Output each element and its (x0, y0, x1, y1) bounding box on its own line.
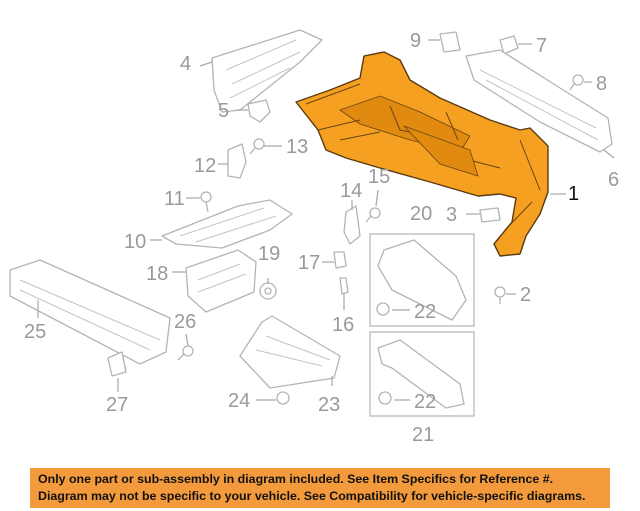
callout-22a: 22 (414, 301, 436, 323)
part-7-fastener (499, 35, 519, 55)
parts-diagram: 1 2 3 4 5 6 7 8 9 10 11 12 13 14 15 16 1… (9, 29, 619, 446)
callouts: 1 2 3 4 5 6 7 8 9 10 11 12 13 14 15 16 1… (24, 30, 619, 446)
callout-8: 8 (596, 73, 607, 95)
part-26-bolt (177, 345, 194, 361)
part-18-bracket (185, 249, 257, 313)
callout-7: 7 (536, 35, 547, 57)
part-24-clip (276, 391, 290, 405)
callout-11: 11 (164, 188, 185, 210)
callout-25: 25 (24, 321, 46, 343)
callout-21: 21 (412, 424, 434, 446)
callout-4: 4 (180, 53, 191, 75)
callout-17: 17 (298, 252, 320, 274)
callout-5: 5 (218, 100, 229, 122)
disclaimer-banner: Only one part or sub-assembly in diagram… (30, 468, 610, 508)
callout-1: 1 (568, 183, 579, 205)
callout-19: 19 (258, 243, 280, 265)
part-19-grommet (259, 282, 277, 300)
part-20-group (369, 233, 475, 327)
callout-10: 10 (124, 231, 146, 253)
part-12-bracket (227, 143, 247, 179)
part-23-bracket (239, 315, 341, 389)
part-4-bracket (211, 29, 323, 113)
part-21-group (369, 331, 475, 417)
callout-18: 18 (146, 263, 168, 285)
callout-14: 14 (340, 180, 362, 202)
callout-12: 12 (194, 155, 216, 177)
callout-15: 15 (368, 166, 390, 188)
callout-22b: 22 (414, 391, 436, 413)
part-25-impact-bar (9, 259, 171, 365)
part-8-bolt (569, 74, 584, 91)
leader-lines (37, 39, 615, 401)
part-2-bolt (494, 286, 506, 304)
callout-26: 26 (174, 311, 196, 333)
callout-13: 13 (286, 136, 308, 158)
part-16-fastener (339, 277, 349, 295)
part-11-screw (200, 191, 212, 213)
part-14-bracket (343, 205, 361, 245)
part-27-bracket (107, 351, 127, 377)
callout-24: 24 (228, 390, 250, 412)
callout-27: 27 (106, 394, 128, 416)
callout-9: 9 (410, 30, 421, 52)
callout-2: 2 (520, 284, 531, 306)
part-13-bolt (249, 138, 265, 155)
part-9-clip (439, 31, 461, 53)
callout-20: 20 (410, 203, 432, 225)
callout-23: 23 (318, 394, 340, 416)
callout-6: 6 (608, 169, 619, 191)
callout-16: 16 (332, 314, 354, 336)
part-15-bolt (365, 207, 381, 223)
part-3-clip (479, 207, 501, 223)
part-17-fastener (333, 251, 347, 269)
disclaimer-line-1: Only one part or sub-assembly in diagram… (38, 472, 554, 486)
disclaimer-line-2: Diagram may not be specific to your vehi… (38, 489, 586, 503)
part-6-reinforcement (465, 49, 613, 153)
part-1-bumper-cover (295, 51, 549, 257)
part-5-clip (247, 99, 271, 123)
callout-3: 3 (446, 204, 457, 226)
part-10-bracket (161, 199, 293, 249)
